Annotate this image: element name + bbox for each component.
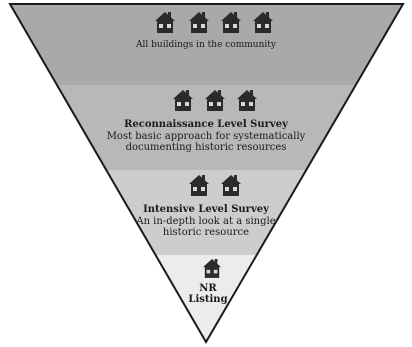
intensive-line-2: historic resource bbox=[162, 226, 250, 238]
reconnaissance-title: Reconnaissance Level Survey bbox=[124, 119, 288, 130]
pyramid-outline bbox=[8, 3, 405, 344]
intensive-title: Intensive Level Survey bbox=[143, 204, 269, 215]
reconnaissance-line-1: Most basic approach for systematically bbox=[106, 131, 306, 142]
label-nr: NR Listing bbox=[2, 283, 412, 305]
nr-title: NR bbox=[199, 283, 217, 294]
label-intensive-title: Intensive Level Survey bbox=[0, 204, 412, 216]
community-line-1: All buildings in the community bbox=[136, 40, 276, 50]
reconnaissance-line-2: documenting historic resources bbox=[125, 141, 287, 153]
intensive-line-1: An in-depth look at a single bbox=[136, 216, 276, 227]
label-intensive-desc: An in-depth look at a single historic re… bbox=[0, 216, 412, 238]
nr-line-1: Listing bbox=[188, 293, 228, 305]
label-reconnaissance-desc: Most basic approach for systematically d… bbox=[0, 131, 412, 153]
label-community: All buildings in the community bbox=[0, 40, 412, 50]
houses-reconnaissance bbox=[173, 90, 257, 111]
band-community bbox=[10, 4, 403, 85]
label-reconnaissance-title: Reconnaissance Level Survey bbox=[0, 119, 412, 131]
